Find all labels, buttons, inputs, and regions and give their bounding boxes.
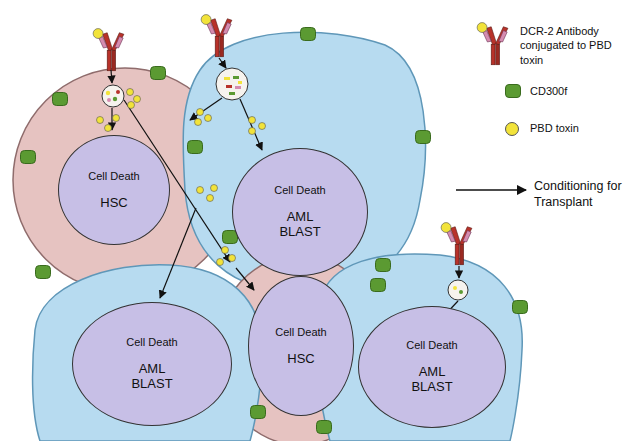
nucleus: Cell DeathAML BLAST <box>358 306 506 428</box>
nucleus: Cell DeathHSC <box>248 276 354 416</box>
nucleus: Cell DeathHSC <box>58 135 170 245</box>
cell-death-text: Cell Death <box>275 326 326 338</box>
cell-type-text: HSC <box>287 352 314 367</box>
legend-text: PBD toxin <box>530 121 630 135</box>
nucleus: Cell DeathAML BLAST <box>72 302 232 426</box>
cell-death-text: Cell Death <box>88 170 139 182</box>
legend-text: DCR-2 Antibody conjugated to PBD toxin <box>520 24 636 67</box>
cell-type-text: AML BLAST <box>131 362 172 392</box>
legend-swatch <box>505 122 519 136</box>
cell-type-text: AML BLAST <box>279 210 320 240</box>
cell-death-text: Cell Death <box>274 184 325 196</box>
legend-swatch <box>505 84 521 98</box>
nucleus: Cell DeathAML BLAST <box>232 148 368 276</box>
legend-text: CD300f <box>530 84 630 98</box>
cell-type-text: HSC <box>100 196 127 211</box>
cell-death-text: Cell Death <box>406 339 457 351</box>
cell-type-text: AML BLAST <box>411 365 452 395</box>
outcome-label: Conditioning for Transplant <box>534 178 634 211</box>
cell-death-text: Cell Death <box>126 336 177 348</box>
